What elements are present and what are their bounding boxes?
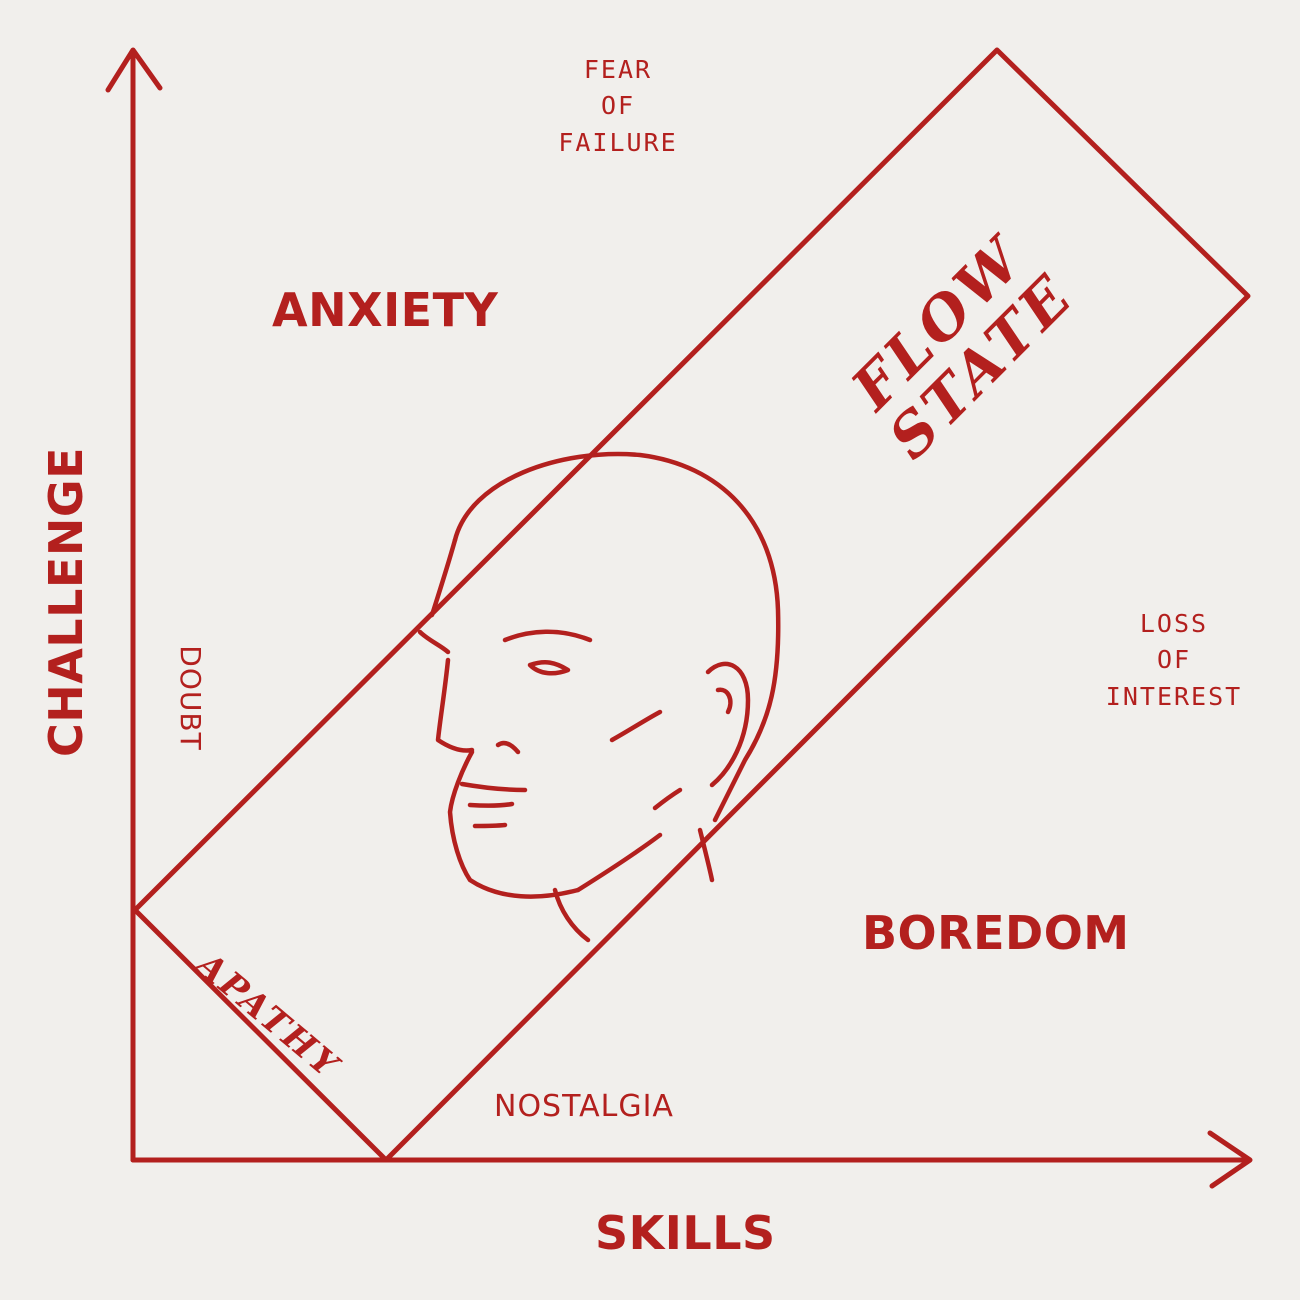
doubt-note: DOUBT xyxy=(176,645,204,750)
loss-of-interest-note: LOSS OF INTEREST xyxy=(1106,606,1242,715)
flow-channel xyxy=(135,50,1248,1160)
anxiety-label: ANXIETY xyxy=(272,287,498,333)
fear-of-failure-note: FEAR OF FAILURE xyxy=(558,52,677,161)
fear-note-line: OF xyxy=(558,88,677,124)
loss-note-line: INTEREST xyxy=(1106,679,1242,715)
boredom-label: BOREDOM xyxy=(862,910,1130,956)
fear-note-line: FEAR xyxy=(558,52,677,88)
x-axis-label: SKILLS xyxy=(595,1210,776,1256)
nostalgia-note: NOSTALGIA xyxy=(494,1092,674,1122)
fear-note-line: FAILURE xyxy=(558,125,677,161)
loss-note-line: LOSS xyxy=(1106,606,1242,642)
loss-note-line: OF xyxy=(1106,642,1242,678)
head-illustration xyxy=(420,454,778,940)
y-axis-label: CHALLENGE xyxy=(43,447,89,757)
